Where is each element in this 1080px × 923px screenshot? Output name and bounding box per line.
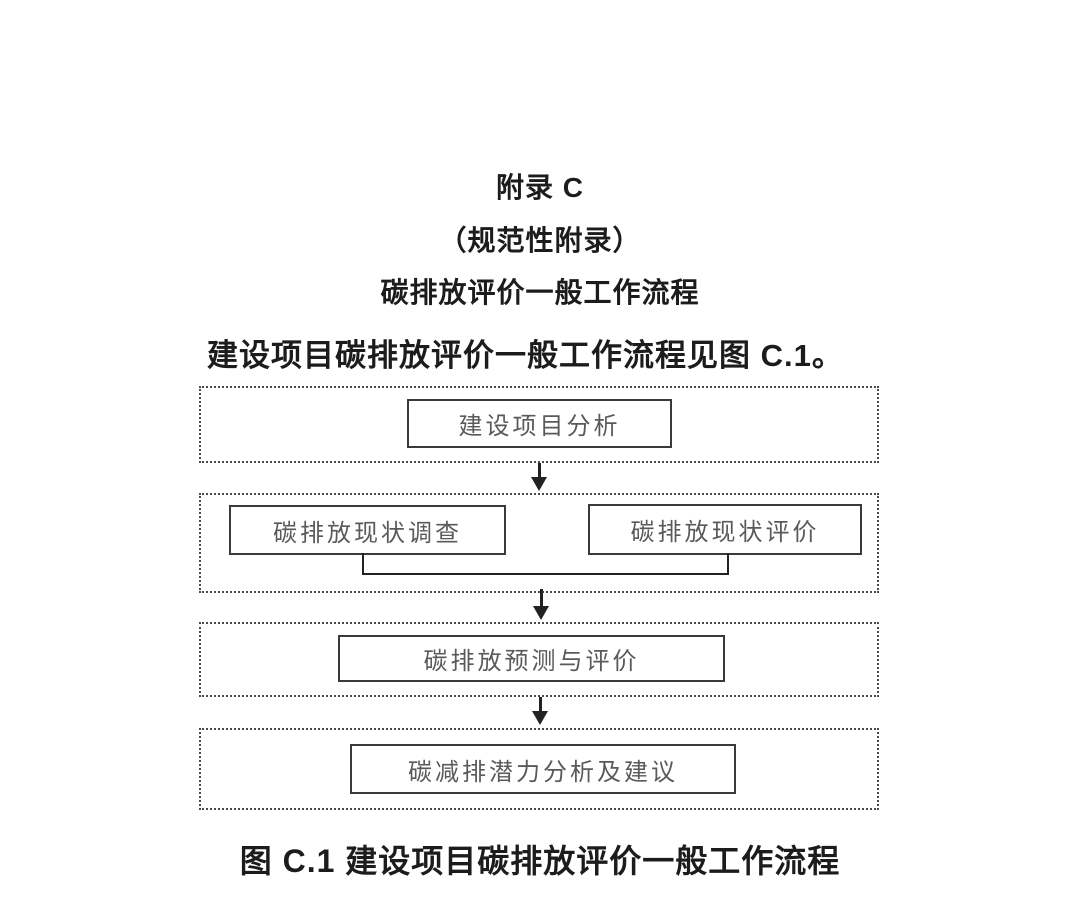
connector-line <box>362 553 364 575</box>
flow-step-project-analysis: 建设项目分析 <box>407 399 672 448</box>
appendix-title: 附录 C <box>495 172 584 203</box>
flow-stage-1-group <box>199 386 879 463</box>
figure-caption: 图 C.1 建设项目碳排放评价一般工作流程 <box>239 843 841 879</box>
flow-step-status-survey: 碳排放现状调查 <box>229 505 506 555</box>
flow-arrow-2-shaft <box>540 589 543 607</box>
flow-arrow-1-shaft <box>538 463 541 478</box>
down-arrow-icon <box>531 477 547 491</box>
flow-stage-4-group <box>199 728 879 810</box>
connector-line <box>727 553 729 575</box>
flow-step-prediction-evaluation: 碳排放预测与评价 <box>338 635 725 682</box>
flow-stage-2-group <box>199 493 879 593</box>
appendix-subtitle: 碳排放评价一般工作流程 <box>380 277 700 308</box>
connector-line <box>362 573 729 575</box>
down-arrow-icon <box>532 711 548 725</box>
down-arrow-icon <box>533 606 549 620</box>
flow-stage-3-group <box>199 622 879 697</box>
flow-arrow-3-shaft <box>539 697 542 712</box>
flow-step-reduction-potential: 碳减排潜力分析及建议 <box>350 744 736 794</box>
appendix-type-label: （规范性附录） <box>438 225 642 256</box>
flow-step-status-evaluation: 碳排放现状评价 <box>588 504 862 555</box>
intro-paragraph: 建设项目碳排放评价一般工作流程见图 C.1。 <box>207 338 844 373</box>
